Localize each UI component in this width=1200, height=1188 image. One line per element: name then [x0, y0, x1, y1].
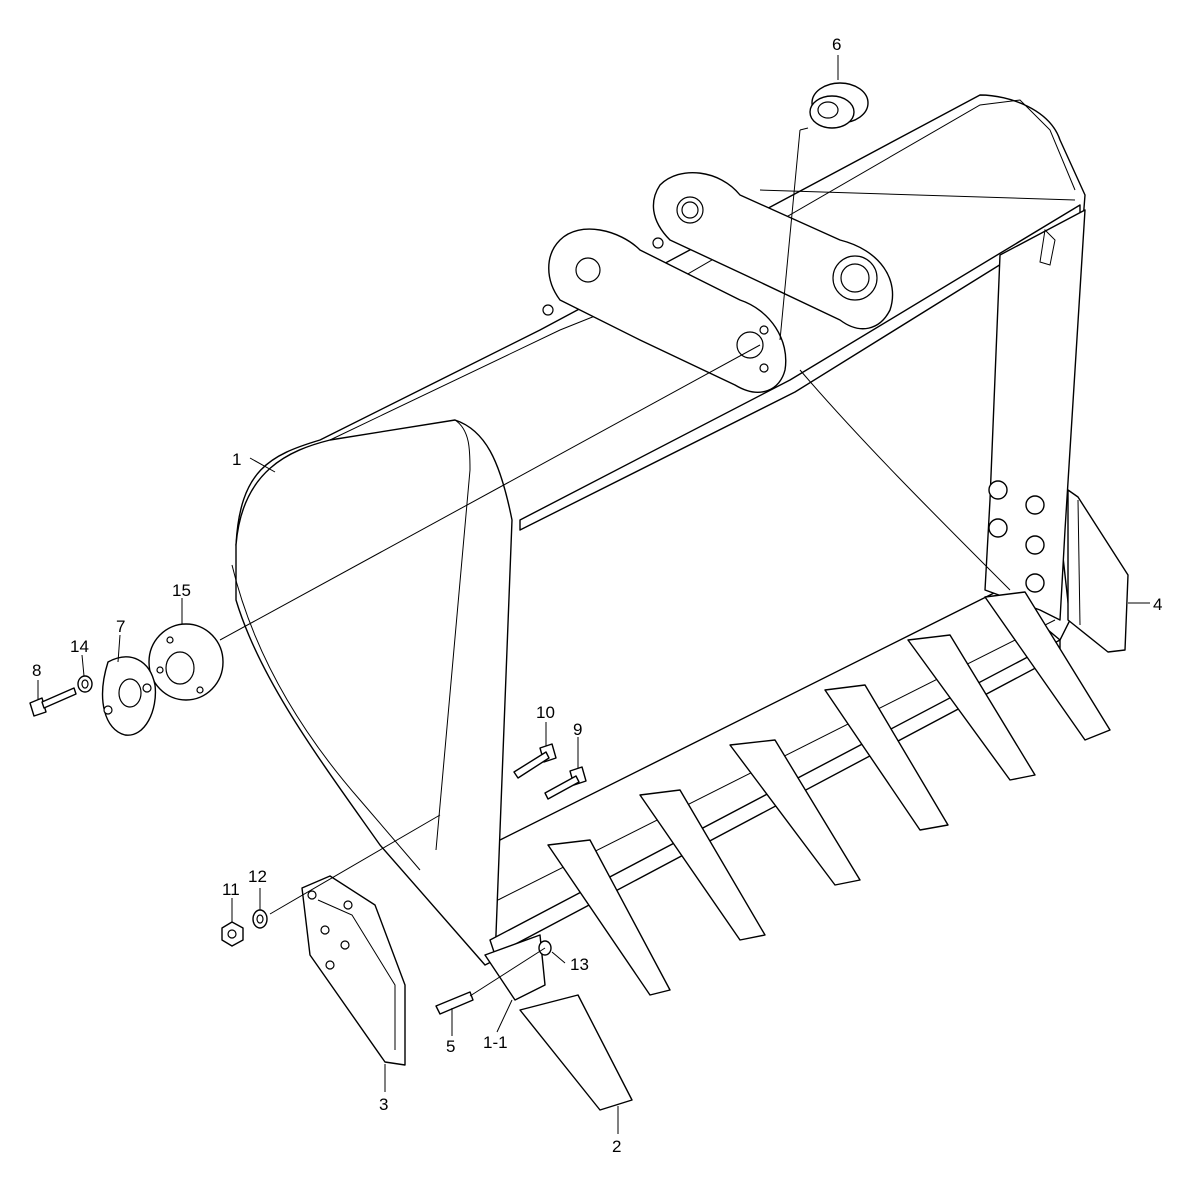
callout-12: 12: [248, 867, 267, 886]
callout-8: 8: [32, 661, 41, 680]
callouts: 1 6 15 7 14 8 10 9 4 11 12 13 5 1-1 3 2: [32, 35, 1162, 1156]
nut-11: [221, 921, 244, 947]
callout-1: 1: [232, 450, 241, 469]
callout-14: 14: [70, 637, 89, 656]
side-cutter-left: [301, 875, 406, 1066]
bushing-6: [809, 82, 869, 129]
callout-4: 4: [1153, 595, 1162, 614]
callout-2: 2: [612, 1137, 621, 1156]
washer-12: [252, 909, 268, 929]
bolt-10: [513, 743, 557, 779]
callout-7: 7: [116, 617, 125, 636]
callout-15: 15: [172, 581, 191, 600]
ring-15: [148, 623, 224, 701]
callout-1-1: 1-1: [483, 1033, 508, 1052]
callout-10: 10: [536, 703, 555, 722]
callout-6: 6: [832, 35, 841, 54]
callout-5: 5: [446, 1037, 455, 1056]
tooth-2: [519, 994, 633, 1111]
teeth-row: [484, 591, 1111, 1111]
side-cutter-right: [1067, 489, 1129, 653]
pin-5: [435, 991, 474, 1015]
bolt-8: [29, 687, 77, 717]
callout-9: 9: [573, 720, 582, 739]
callout-3: 3: [379, 1095, 388, 1114]
callout-11: 11: [222, 880, 240, 899]
plate-7: [101, 656, 157, 736]
washer-14: [77, 675, 93, 693]
bolt-9: [544, 766, 587, 800]
side-bolts: [988, 480, 1045, 593]
callout-13: 13: [570, 955, 589, 974]
boss-plates: [542, 172, 894, 393]
leader-lines: [37, 55, 1150, 1134]
